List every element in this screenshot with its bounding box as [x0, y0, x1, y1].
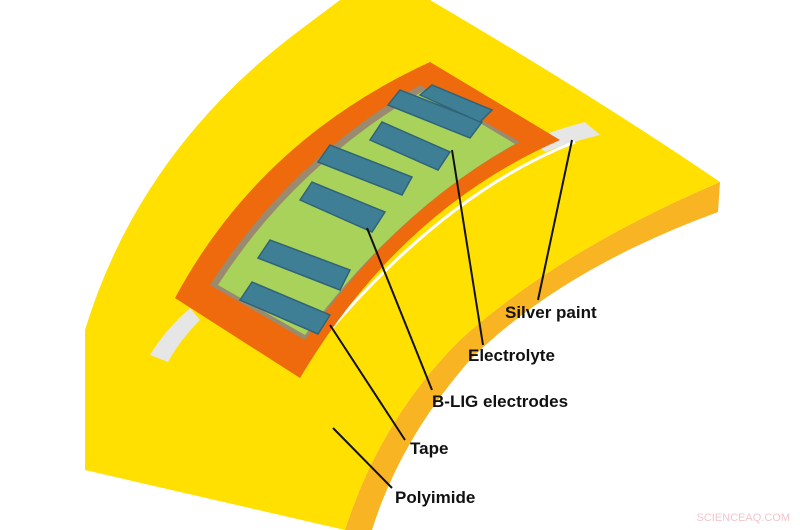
polyimide-edge — [345, 182, 720, 530]
silver-paint-left — [150, 308, 200, 362]
label-electrodes: B-LIG electrodes — [432, 392, 569, 411]
silver-paint-line — [328, 140, 576, 331]
electrode-bar — [418, 84, 494, 123]
electrodes — [238, 84, 494, 335]
leader-polyimide — [332, 427, 393, 489]
leader-tape — [329, 324, 406, 441]
electrode-bar — [386, 89, 484, 139]
electrode-bar — [238, 281, 332, 335]
leader-electrolyte — [451, 149, 484, 346]
watermark: SCIENCEAQ.COM — [696, 512, 790, 524]
label-tape: Tape — [410, 439, 449, 458]
label-electrolyte: Electrolyte — [468, 346, 555, 365]
electrode-bar — [298, 181, 387, 233]
leader-electrodes — [366, 227, 433, 391]
electrode-bar — [368, 121, 452, 171]
label-silver-paint: Silver paint — [505, 303, 597, 322]
label-polyimide: Polyimide — [395, 488, 476, 507]
electrode-bar — [256, 239, 352, 291]
electrode-bar — [316, 144, 414, 196]
leader-silver-paint — [537, 139, 573, 301]
